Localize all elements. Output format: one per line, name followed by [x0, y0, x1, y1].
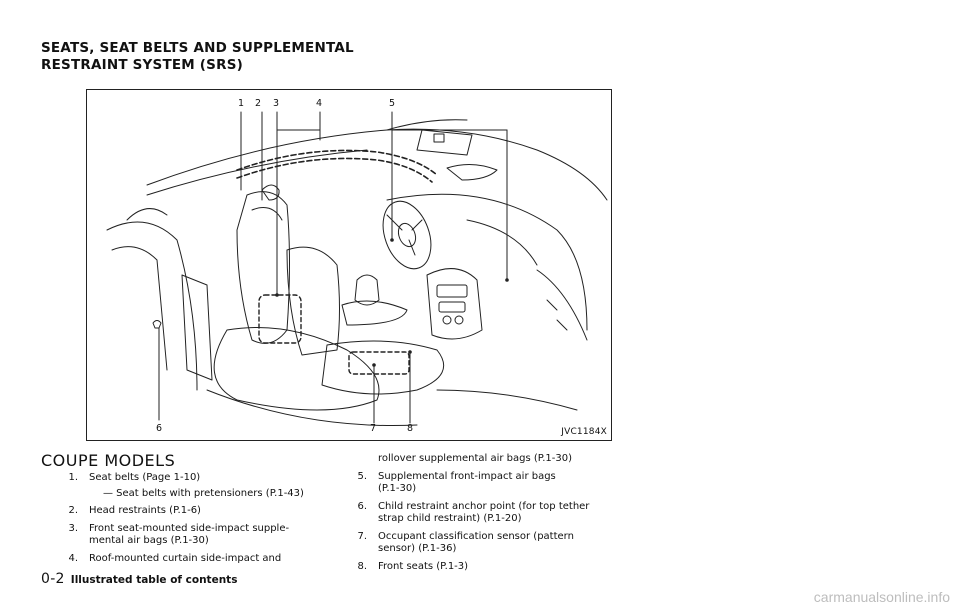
list-item: 6. Child restraint anchor point (for top… — [349, 501, 619, 526]
callout-4: 4 — [316, 98, 323, 109]
item-number: 1. — [68, 472, 78, 483]
item-text: Front seats (P.1-3) — [378, 560, 469, 572]
item-number: 3. — [68, 522, 78, 534]
item-continuation: rollover supplemental air bags (P.1-30) — [378, 453, 573, 464]
subsection-heading: COUPE MODELS — [41, 451, 176, 470]
list-item: 2. Head restraints (P.1-6) — [60, 505, 328, 518]
illustration-frame: 1 2 3 4 5 6 7 8 JVC1184X — [86, 89, 612, 441]
item-number: 7. — [357, 530, 367, 542]
page-number: 0-2 — [41, 571, 65, 587]
figure-code: JVC1184X — [561, 427, 607, 437]
callout-6: 6 — [156, 423, 163, 434]
interior-illustration — [106, 111, 608, 427]
item-text: Roof-mounted curtain side-impact and — [89, 552, 282, 564]
section-title-line-1: SEATS, SEAT BELTS AND SUPPLEMENTAL — [41, 40, 354, 56]
callout-8: 8 — [407, 423, 414, 434]
callout-7: 7 — [370, 423, 377, 434]
item-number: 8. — [357, 560, 367, 572]
item-continuation: sensor) (P.1-36) — [378, 543, 457, 554]
list-item: 8. Front seats (P.1-3) — [349, 561, 619, 574]
item-continuation: strap child restraint) (P.1-20) — [378, 513, 522, 524]
footer-title: Illustrated table of contents — [70, 574, 238, 586]
item-text: Front seat-mounted side-impact supple- — [89, 522, 290, 534]
contents-list-right: rollover supplemental air bags (P.1-30) … — [349, 453, 619, 578]
item-text: Head restraints (P.1-6) — [89, 505, 201, 516]
section-title: SEATS, SEAT BELTS AND SUPPLEMENTAL RESTR… — [41, 40, 354, 74]
callout-3: 3 — [273, 98, 280, 109]
list-item: 3. Front seat-mounted side-impact supple… — [60, 523, 328, 548]
item-text: Occupant classification sensor (pattern — [378, 530, 574, 542]
item-number: 5. — [357, 470, 367, 482]
list-item-continuation: rollover supplemental air bags (P.1-30) — [349, 453, 619, 466]
list-item: 7. Occupant classification sensor (patte… — [349, 531, 619, 556]
contents-list-left: 1. Seat belts (Page 1-10) — Seat belts w… — [60, 472, 328, 570]
item-subtext: — Seat belts with pretensioners (P.1-43) — [103, 487, 304, 499]
item-text: Supplemental front-impact air bags — [378, 470, 556, 482]
item-number: 6. — [357, 500, 367, 512]
watermark: carmanualsonline.info — [813, 589, 950, 605]
item-continuation: (P.1-30) — [378, 483, 417, 494]
callout-2: 2 — [255, 98, 262, 109]
list-item: 5. Supplemental front-impact air bags (P… — [349, 471, 619, 496]
list-item: 4. Roof-mounted curtain side-impact and — [60, 553, 328, 566]
list-item: 1. Seat belts (Page 1-10) — Seat belts w… — [60, 472, 328, 500]
item-number: 2. — [68, 505, 78, 516]
item-text: Child restraint anchor point (for top te… — [378, 500, 590, 512]
callout-1: 1 — [238, 98, 245, 109]
item-number: 4. — [68, 552, 78, 564]
callout-5: 5 — [389, 98, 396, 109]
section-title-line-2: RESTRAINT SYSTEM (SRS) — [41, 57, 243, 73]
item-continuation: mental air bags (P.1-30) — [89, 535, 209, 546]
item-text: Seat belts (Page 1-10) — [89, 472, 201, 483]
page-footer: 0-2 Illustrated table of contents — [41, 568, 237, 587]
